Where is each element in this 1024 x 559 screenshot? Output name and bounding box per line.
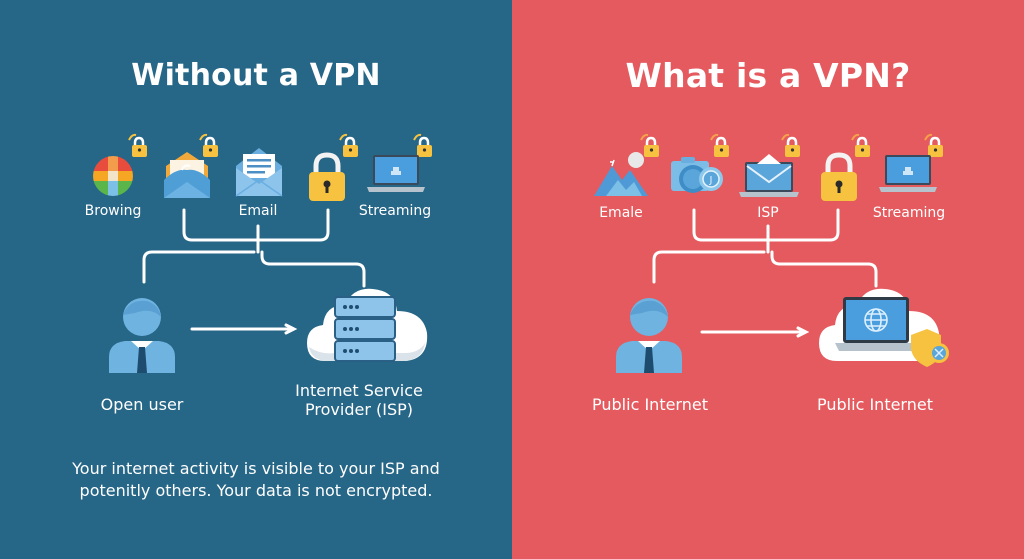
small-lock-icon [126, 133, 148, 159]
browsing-label: Browing [84, 203, 142, 219]
small-lock-icon [708, 133, 730, 159]
small-lock-icon [779, 133, 801, 159]
email-envelope-icon [234, 146, 284, 198]
isp-label: Internet Service Provider (ISP) [295, 381, 423, 419]
browser-icon [92, 155, 134, 197]
left-footnote: Your internet activity is visible to you… [0, 458, 512, 503]
open-user-label: Open user [100, 395, 184, 414]
isp-label-line1: Internet Service [295, 381, 423, 400]
laptop-mail-icon [739, 152, 799, 198]
small-lock-icon [411, 133, 433, 159]
isp-label-line2: Provider (ISP) [305, 400, 413, 420]
streaming-label: Streaming [872, 205, 946, 221]
small-lock-icon [337, 133, 359, 159]
mail-app-icon [162, 150, 212, 200]
isp-label: ISP [757, 205, 779, 221]
small-lock-icon [197, 133, 219, 159]
cloud-laptop-shield-icon [817, 283, 957, 378]
left-title: Without a VPN [131, 58, 381, 93]
user-avatar-icon [612, 295, 686, 375]
public-internet-user-label: Public Internet [592, 395, 708, 414]
user-avatar-icon [105, 295, 179, 375]
cloud-server-icon [305, 283, 430, 368]
right-connector-lines [652, 208, 878, 338]
mountain-icon [592, 150, 652, 198]
what-is-vpn-panel: What is a VPN? [512, 0, 1024, 559]
footnote-line2: potenitly others. Your data is not encry… [79, 481, 433, 501]
public-internet-server-label: Public Internet [817, 395, 933, 414]
email-label: Email [238, 203, 278, 219]
small-lock-icon [638, 133, 660, 159]
right-title: What is a VPN? [625, 56, 911, 95]
small-lock-icon [849, 133, 871, 159]
small-lock-icon [922, 133, 944, 159]
streaming-label: Streaming [358, 203, 432, 219]
without-vpn-panel: Without a VPN [0, 0, 512, 559]
camera-icon: J [669, 155, 725, 199]
svg-text:J: J [709, 175, 713, 186]
footnote-line1: Your internet activity is visible to you… [72, 459, 440, 478]
left-connector-lines [142, 208, 366, 335]
laptop-icon [365, 155, 427, 195]
padlock-icon [819, 152, 859, 202]
laptop-icon [877, 155, 939, 195]
emale-label: Emale [599, 205, 643, 221]
padlock-icon [307, 152, 347, 202]
